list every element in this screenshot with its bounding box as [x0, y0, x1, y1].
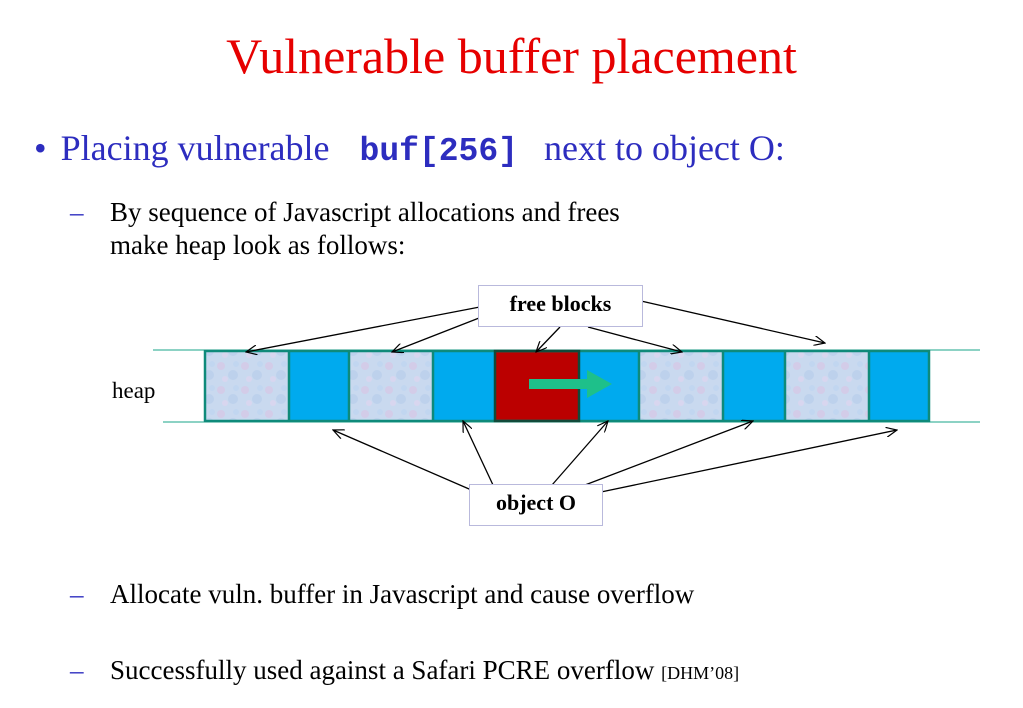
- object-pointers: [333, 421, 897, 493]
- heap-label: heap: [112, 378, 156, 403]
- main-bullet: • Placing vulnerable buf[256] next to objec…: [34, 126, 785, 174]
- bullet-prefix: Placing vulnerable: [60, 128, 330, 168]
- overflow-arrow: [529, 370, 612, 398]
- bullet-marker: •: [34, 128, 47, 168]
- sub-bullet-text: By sequence of Javascript allocations an…: [110, 196, 620, 262]
- free-block-3: [639, 351, 723, 421]
- sub-bullet-line-1: By sequence of Javascript allocations an…: [110, 197, 620, 227]
- object-block-1: [289, 351, 349, 421]
- free-blocks-label: free blocks: [478, 285, 643, 327]
- object-block-4: [723, 351, 785, 421]
- free-block-4: [785, 351, 869, 421]
- citation: [DHM’08]: [661, 663, 740, 683]
- object-block-2: [433, 351, 495, 421]
- sub-bullet-line-2: make heap look as follows:: [110, 230, 406, 260]
- object-o-label: object O: [469, 484, 603, 526]
- object-block-5: [869, 351, 929, 421]
- sub-bullet-dash: –: [70, 579, 84, 609]
- slide-title: Vulnerable buffer placement: [226, 28, 797, 84]
- bullet-code: buf[256]: [359, 133, 518, 170]
- sub-bullet-text: Successfully used against a Safari PCRE …: [110, 654, 739, 690]
- free-block-1: [205, 351, 289, 421]
- sub-bullet-dash: –: [70, 655, 84, 685]
- sub-bullet-dash: –: [70, 197, 84, 227]
- free-block-2: [349, 351, 433, 421]
- bullet-suffix: next to object O:: [543, 128, 785, 168]
- sub-bullet-text: Allocate vuln. buffer in Javascript and …: [110, 579, 695, 609]
- sub-bullet-safari-text: Successfully used against a Safari PCRE …: [110, 655, 655, 685]
